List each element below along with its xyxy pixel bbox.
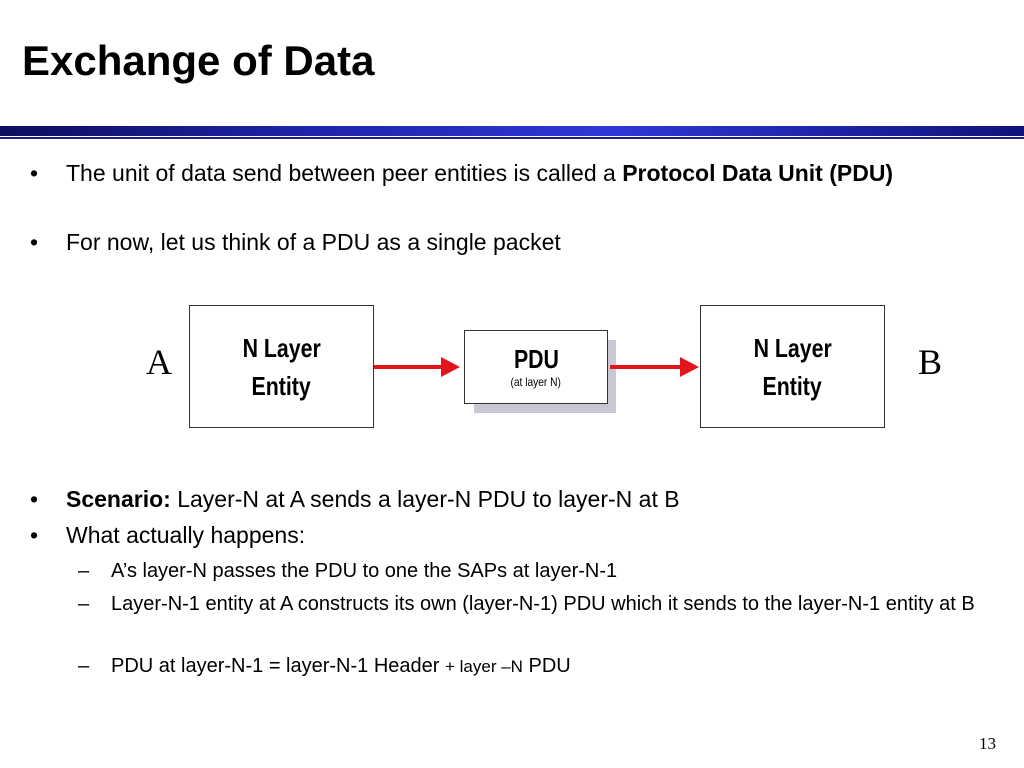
left-entity-box: N Layer Entity [189,305,374,428]
entity-line1: N Layer [242,332,321,363]
sub-bullet-text: Layer-N-1 entity at A constructs its own… [111,593,975,615]
entity-line2: Entity [251,370,312,401]
sub-bullet-marker: – [78,560,90,582]
bullet-text: The unit of data send between peer entit… [66,160,623,186]
sub-bullet-marker: – [78,655,90,677]
bullet-text: What actually happens: [66,522,306,548]
arrow-pdu-to-right [610,357,699,377]
pdu-sublabel: (at layer N) [510,375,562,389]
bullet-marker: • [30,486,39,512]
bullet-marker: • [30,522,39,548]
bullet-scenario: • Scenario: Layer-N at A sends a layer-N… [30,484,966,514]
sub-bullet-text: A’s layer-N passes the PDU to one the SA… [111,560,618,582]
bullet-marker: • [30,229,39,255]
bullet-text: Layer-N at A sends a layer-N PDU to laye… [170,486,680,512]
sub-bullet-text-end: PDU [522,655,571,677]
node-label-a: A [146,342,172,382]
entity-line1: N Layer [753,332,832,363]
sub-bullet-pdu-formula: – PDU at layer-N-1 = layer-N-1 Header + … [78,653,991,680]
bullet-bold-text: Protocol Data Unit (PDU) [622,160,894,186]
sub-bullet-marker: – [78,593,90,615]
title-divider-thin [0,137,1024,139]
pdu-label: PDU [513,344,559,374]
bullet-marker: • [30,160,39,186]
arrow-left-to-pdu [374,357,460,377]
sub-bullet-text: PDU at layer-N-1 = layer-N-1 Header [111,655,445,677]
page-number: 13 [979,734,996,753]
entity-line2: Entity [762,370,823,401]
sub-bullet-small-text: + layer –N [445,657,523,676]
bullet-what-happens: • What actually happens: [30,520,966,550]
right-entity-box: N Layer Entity [700,305,885,428]
sub-bullet-sap: – A’s layer-N passes the PDU to one the … [78,558,991,584]
bullet-single-packet: • For now, let us think of a PDU as a si… [30,227,966,257]
bullet-text: For now, let us think of a PDU as a sing… [66,229,561,255]
bullet-bold-text: Scenario: [66,486,171,512]
title-divider [0,126,1024,136]
slide-title: Exchange of Data [22,37,375,84]
bullet-pdu-definition: • The unit of data send between peer ent… [30,158,966,188]
pdu-box: PDU (at layer N) [464,330,608,404]
node-label-b: B [918,342,943,382]
sub-bullet-construct: – Layer-N-1 entity at A constructs its o… [78,591,991,617]
